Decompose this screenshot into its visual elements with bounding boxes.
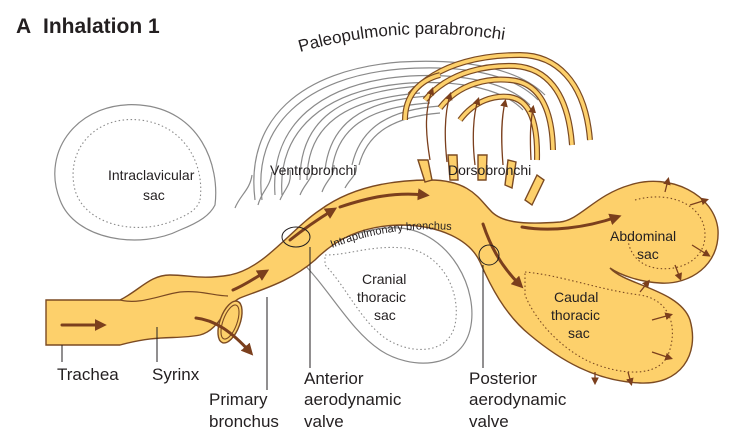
label-caudal-line1: Caudal	[554, 289, 598, 305]
label-intraclavicular-line1: Intraclavicular	[108, 167, 195, 183]
abdominal-sac-inner	[627, 196, 706, 270]
figure-title: Inhalation 1	[43, 15, 160, 38]
label-primary-line2: bronchus	[209, 412, 279, 431]
label-cranial-line1: Cranial	[362, 271, 406, 287]
label-trachea: Trachea	[57, 365, 119, 384]
anterior-valve-loop	[281, 226, 311, 248]
label-primary-line1: Primary	[209, 390, 268, 409]
label-posterior-line3: valve	[469, 412, 509, 431]
primary-airway	[45, 179, 719, 384]
label-syrinx: Syrinx	[152, 365, 200, 384]
label-cranial-line3: sac	[374, 307, 396, 323]
label-anterior-line3: valve	[304, 412, 344, 431]
airflow-arrows	[60, 188, 622, 356]
label-anterior-line1: Anterior	[304, 369, 364, 388]
label-dorsobronchi: Dorsobronchi	[448, 162, 531, 178]
label-posterior-line2: aerodynamic	[469, 390, 567, 409]
label-abdominal-line2: sac	[637, 246, 659, 262]
ventral-parabronchi-arches	[253, 60, 546, 201]
posterior-valve-loop	[478, 244, 500, 266]
label-abdominal-line1: Abdominal	[610, 228, 676, 244]
expansion-arrows	[591, 176, 711, 387]
label-anterior-line2: aerodynamic	[304, 390, 402, 409]
label-ventrobronchi: Ventrobronchi	[270, 162, 356, 178]
label-paleopulmonic-text: Paleopulmonic parabronchi	[296, 19, 506, 56]
panel-letter: A	[16, 15, 31, 38]
label-paleopulmonic-parabronchi: Paleopulmonic parabronchi	[296, 19, 506, 56]
label-posterior-line1: Posterior	[469, 369, 537, 388]
leader-lines	[61, 247, 484, 390]
label-caudal-line2: thoracic	[551, 307, 600, 323]
label-intraclavicular-line2: sac	[143, 187, 165, 203]
dorsobronchi-branches	[417, 154, 545, 207]
label-caudal-line3: sac	[568, 325, 590, 341]
caudal-thoracic-sac-inner	[524, 271, 673, 373]
label-cranial-line2: thoracic	[357, 289, 406, 305]
intraclavicular-sac: Intraclavicular sac	[54, 104, 217, 241]
ventrobronchi-branches	[234, 164, 357, 209]
dorsal-parabronchi-arches	[402, 51, 593, 166]
